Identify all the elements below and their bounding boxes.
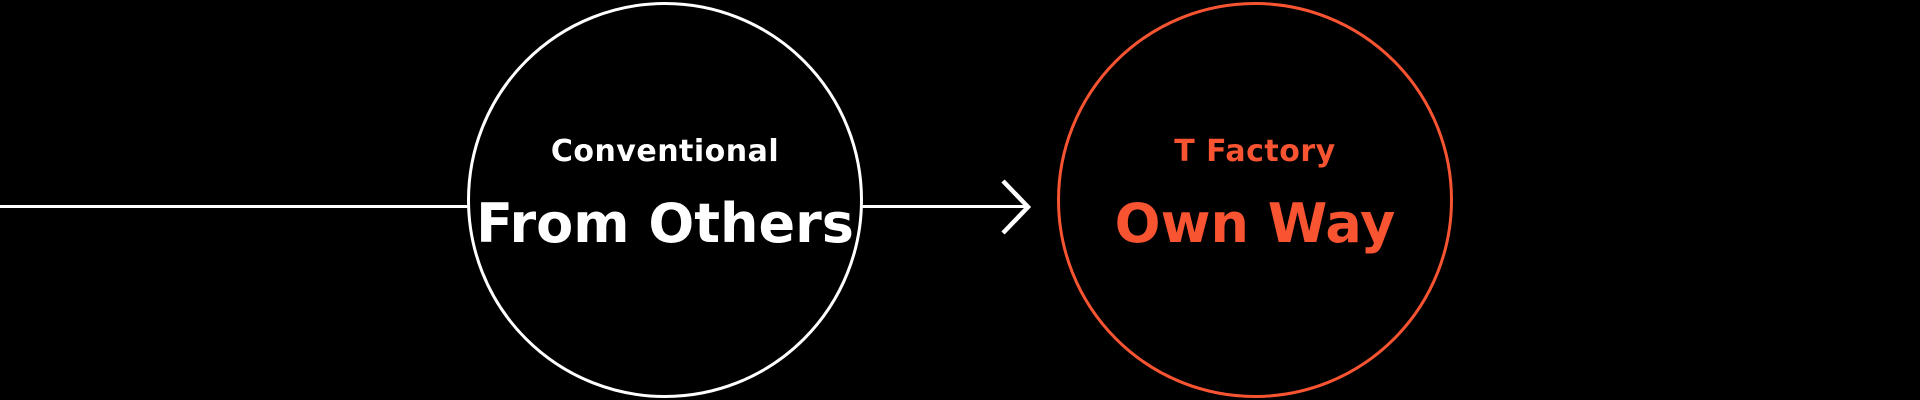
- conventional-circle: Conventional From Others: [467, 2, 863, 398]
- arrow-right-icon: [1001, 179, 1031, 235]
- conventional-circle-title: From Others: [476, 192, 854, 255]
- tfactory-circle-title: Own Way: [1114, 192, 1396, 255]
- tfactory-circle: T Factory Own Way: [1057, 2, 1453, 398]
- conventional-circle-subtitle: Conventional: [550, 134, 780, 169]
- tfactory-circle-subtitle: T Factory: [1174, 134, 1336, 169]
